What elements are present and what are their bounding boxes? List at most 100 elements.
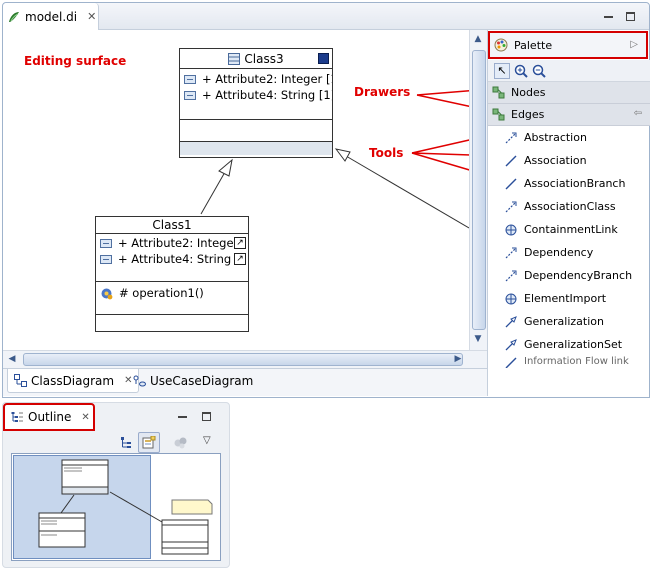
zoom-in-icon[interactable] <box>514 64 528 78</box>
minimize-icon <box>603 16 613 18</box>
tab-use-case-diagram[interactable]: UseCaseDiagram <box>127 369 259 393</box>
tool-association-branch[interactable]: AssociationBranch <box>488 172 650 195</box>
overview-toggle-button[interactable] <box>138 432 160 453</box>
minimize-button[interactable] <box>601 9 615 21</box>
close-icon[interactable]: ✕ <box>87 10 97 23</box>
class1-name: Class1 <box>152 218 192 232</box>
horizontal-scrollbar[interactable]: ◀ ▶ <box>3 350 487 368</box>
palette-header[interactable]: Palette ▷ <box>488 31 648 59</box>
property-icon <box>100 238 112 248</box>
pin-drawer-icon[interactable]: ⇦ <box>633 108 642 119</box>
editor-tab-bar: model.di ✕ <box>3 3 649 30</box>
annotation-editing-surface: Editing surface <box>24 54 127 68</box>
generalization-icon <box>505 315 517 327</box>
association-icon <box>505 155 517 166</box>
maximize-button[interactable] <box>623 10 637 22</box>
navigate-arrow-icon: ↗ <box>234 253 246 265</box>
class1-attribute[interactable]: + Attribute4: String [ ↗ <box>96 251 248 267</box>
class3-header: Class3 <box>180 49 332 69</box>
minimize-button[interactable] <box>175 409 189 421</box>
navigate-arrow-icon: ↗ <box>234 237 246 249</box>
close-icon[interactable]: ✕ <box>124 375 133 386</box>
horizontal-scroll-thumb[interactable] <box>23 353 463 366</box>
scroll-down-icon[interactable]: ▼ <box>474 334 482 344</box>
maximize-button[interactable] <box>199 410 213 422</box>
property-icon <box>184 74 196 84</box>
generalization-set-icon <box>505 338 517 350</box>
annotation-drawers: Drawers <box>354 85 411 99</box>
class1-attribute[interactable]: + Attribute2: Integer ↗ <box>96 235 248 251</box>
tool-dependency[interactable]: Dependency <box>488 241 650 264</box>
association-class-icon <box>505 201 517 212</box>
zoom-out-icon[interactable] <box>532 64 546 78</box>
tab-model-di[interactable]: model.di ✕ <box>3 3 99 30</box>
vertical-scrollbar[interactable]: ▲ ▼ <box>469 30 487 350</box>
drawer-edges[interactable]: Edges ⇦ <box>488 104 650 126</box>
shortcut-icon <box>318 53 329 64</box>
association-branch-icon <box>505 178 517 189</box>
palette-icon <box>494 38 508 52</box>
generalization-arrowhead <box>218 158 233 177</box>
class3-node[interactable]: Class3 + Attribute2: Integer [1] + Attri… <box>179 48 333 158</box>
scroll-up-icon[interactable]: ▲ <box>474 34 482 44</box>
class-icon <box>228 52 241 65</box>
class3-nested-compartment <box>180 141 332 155</box>
outline-view: Outline ✕ ▽ <box>2 402 230 568</box>
class1-node[interactable]: Class1 + Attribute2: Integer ↗ + Attribu… <box>95 216 249 332</box>
class1-operations-compartment: # operation1() <box>96 281 248 301</box>
operation-gear-icon <box>101 288 113 299</box>
class1-extra-compartment <box>96 314 248 328</box>
dependency-branch-icon <box>505 270 517 281</box>
scroll-left-icon[interactable]: ◀ <box>8 354 16 364</box>
maximize-icon <box>625 11 635 21</box>
tab-class-diagram[interactable]: ClassDiagram ✕ <box>7 369 140 393</box>
diagram-tab-bar: ClassDiagram ✕ UseCaseDiagram <box>3 368 487 396</box>
class3-attribute[interactable]: + Attribute4: String [1] <box>180 87 332 103</box>
view-menu-chevron-down-icon[interactable]: ▽ <box>203 435 211 446</box>
class-diagram-icon <box>14 374 27 387</box>
tree-view-icon[interactable] <box>121 437 133 449</box>
element-import-icon <box>505 293 517 304</box>
property-icon <box>184 90 196 100</box>
class3-attribute[interactable]: + Attribute2: Integer [1] <box>180 71 332 87</box>
vertical-scroll-thumb[interactable] <box>472 50 486 330</box>
tool-association-class[interactable]: AssociationClass <box>488 195 650 218</box>
outline-thumbnail[interactable] <box>11 453 221 561</box>
minimize-icon <box>177 416 187 418</box>
annotation-tools: Tools <box>369 146 404 160</box>
tool-generalization-set[interactable]: GeneralizationSet <box>488 333 650 356</box>
overview-icon <box>142 435 156 448</box>
class3-name: Class3 <box>244 51 284 66</box>
outline-title: Outline <box>28 410 72 424</box>
drawer-nodes[interactable]: Nodes <box>488 82 650 104</box>
tool-containment-link[interactable]: ContainmentLink <box>488 218 650 241</box>
link-editor-icon[interactable] <box>173 436 189 450</box>
drawer-icon <box>492 108 505 121</box>
generalization-arrowhead <box>334 148 351 162</box>
abstraction-icon <box>505 132 517 143</box>
class1-header: Class1 <box>96 217 248 234</box>
class3-operations-compartment <box>180 119 332 141</box>
palette-collapse-icon[interactable]: ▷ <box>630 39 638 50</box>
tool-information-flow[interactable]: Information Flow link <box>488 356 650 368</box>
select-tool-icon[interactable]: ↖ <box>494 62 510 79</box>
palette-toolbar: ↖ <box>488 60 650 82</box>
use-case-diagram-icon <box>133 375 146 386</box>
tool-generalization[interactable]: Generalization <box>488 310 650 333</box>
outline-icon <box>11 411 23 422</box>
editor-window: model.di ✕ Editing surface Class3 + Attr… <box>2 2 650 398</box>
drawer-icon <box>492 86 505 99</box>
connectors-layer <box>200 148 469 229</box>
close-icon[interactable]: ✕ <box>81 411 90 423</box>
information-flow-icon <box>505 357 517 368</box>
dependency-icon <box>505 247 517 258</box>
class1-operation[interactable]: # operation1() <box>96 285 248 301</box>
tool-dependency-branch[interactable]: DependencyBranch <box>488 264 650 287</box>
scroll-right-icon[interactable]: ▶ <box>454 354 462 364</box>
diagram-canvas[interactable]: Editing surface Class3 + Attribute2: Int… <box>3 30 469 350</box>
tool-association[interactable]: Association <box>488 149 650 172</box>
tool-abstraction[interactable]: Abstraction <box>488 126 650 149</box>
tool-element-import[interactable]: ElementImport <box>488 287 650 310</box>
outline-tab[interactable]: Outline ✕ <box>3 403 95 431</box>
